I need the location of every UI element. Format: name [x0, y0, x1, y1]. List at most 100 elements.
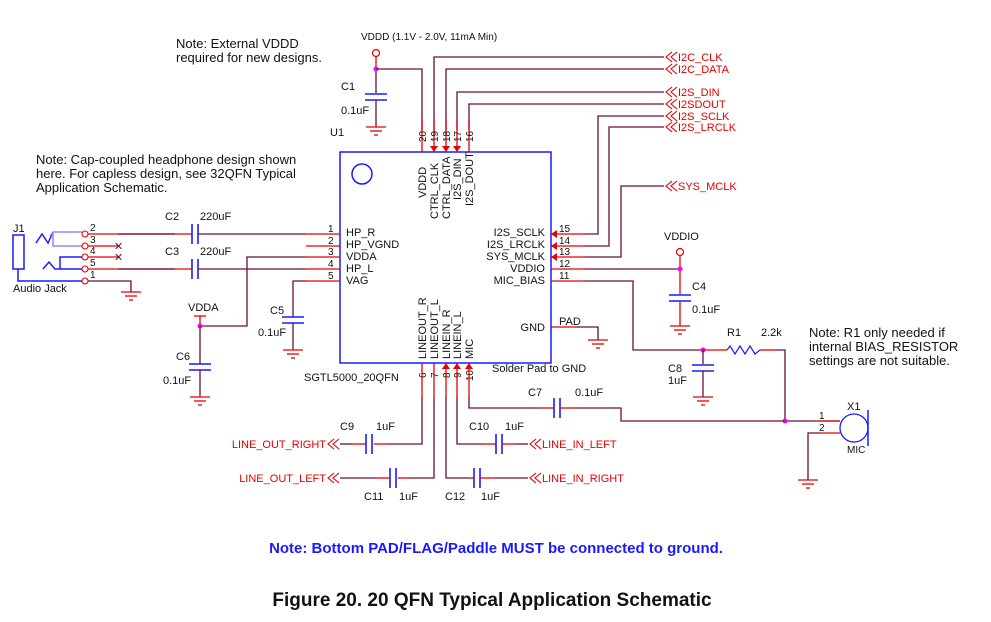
pin-number: 2	[819, 423, 825, 434]
c8-ref: C8	[668, 363, 682, 375]
c2-capacitor-icon	[191, 223, 199, 245]
pin-name: LINEOUT_L	[429, 299, 441, 359]
c11-capacitor: LINE_OUT_LEFT C11 1uF	[239, 397, 435, 503]
vddio-port-icon	[675, 247, 685, 257]
vdda-section: VDDA C6 0.1uF	[163, 256, 306, 406]
top-signal-bus: I2C_CLK I2C_DATA I2S_DIN I2SDOUT I2S_SCL…	[430, 51, 737, 193]
note-headphone-line2: here. For capless design, see 32QFN Typi…	[36, 166, 296, 181]
offpage-connector-icon	[665, 63, 678, 75]
note-r1-line3: settings are not suitable.	[809, 353, 950, 368]
pin-name: I2S_SCLK	[494, 227, 546, 239]
c9-capacitor: LINE_OUT_RIGHT C9 1uF	[232, 397, 423, 455]
c1-capacitor-icon	[364, 93, 388, 101]
right-pin-numbers: 15 14 13 12 11	[559, 224, 571, 282]
offpage-connector-icon	[665, 110, 678, 122]
ground-icon	[797, 479, 819, 489]
ic-part-number: SGTL5000_20QFN	[304, 372, 399, 384]
pin-number: 20	[418, 130, 429, 142]
offpage-connector-icon	[327, 438, 340, 450]
solder-pad-label: Solder Pad to GND	[492, 363, 586, 375]
note-r1-line1: Note: R1 only needed if	[809, 325, 945, 340]
pin-number: 7	[430, 372, 441, 378]
pin-number: 9	[453, 372, 464, 378]
c4-ref: C4	[692, 281, 706, 293]
c10-value: 1uF	[505, 421, 524, 433]
pin-name: VAG	[346, 275, 368, 287]
c7-ref: C7	[528, 387, 542, 399]
pin-name: MIC_BIAS	[494, 275, 545, 287]
pin-number: 1	[328, 224, 334, 235]
pin1-marker-icon	[351, 163, 373, 185]
net-i2s-sclk: I2S_SCLK	[678, 111, 730, 123]
c3-value: 220uF	[200, 246, 231, 258]
pin-number: 3	[90, 235, 96, 246]
c1-value: 0.1uF	[341, 105, 369, 117]
vdda-label: VDDA	[188, 302, 219, 314]
r1-value: 2.2k	[761, 327, 782, 339]
c1-ref: C1	[341, 81, 355, 93]
note-pad-ground: Note: Bottom PAD/FLAG/Paddle MUST be con…	[269, 540, 723, 557]
c5-capacitor-icon	[281, 316, 305, 324]
ground-icon	[282, 349, 304, 359]
net-i2c-clk: I2C_CLK	[678, 52, 723, 64]
pin-name: MIC	[464, 339, 476, 359]
pin-name: I2S_LRCLK	[487, 239, 546, 251]
c3-ref: C3	[165, 246, 179, 258]
pin-name: I2S_DOUT	[464, 152, 476, 206]
c6-value: 0.1uF	[163, 375, 191, 387]
c8-capacitor-icon	[691, 364, 715, 372]
offpage-connector-icon	[529, 438, 542, 450]
net-i2s-dout: I2SDOUT	[678, 99, 726, 111]
vddd-port-icon	[371, 48, 381, 58]
c5-capacitor: C5 0.1uF	[258, 280, 306, 359]
pin-number: 1	[819, 411, 825, 422]
x1-ref: X1	[847, 401, 860, 413]
jack-body-icon	[12, 234, 25, 270]
pin-name: VDDD	[417, 167, 429, 198]
pin-number: 5	[90, 258, 96, 269]
ground-icon	[189, 396, 211, 406]
c10-ref: C10	[469, 421, 489, 433]
pin-name: GND	[521, 322, 546, 334]
ic-u1[interactable]: VDDD CTRL_CLK CTRL_DATA I2S_DIN I2S_DOUT…	[339, 151, 552, 364]
c2-capacitor: C2 220uF	[88, 211, 306, 245]
no-connect-icon: ✕	[114, 252, 123, 264]
vddio-label: VDDIO	[664, 231, 699, 243]
ground-icon	[120, 291, 142, 301]
ground-icon	[587, 339, 609, 349]
c12-ref: C12	[445, 491, 465, 503]
pin-name: LINEIN_L	[452, 311, 464, 359]
pin-number: 4	[90, 246, 96, 257]
pin-number: 2	[328, 236, 334, 247]
note-headphone-line1: Note: Cap-coupled headphone design shown	[36, 152, 296, 167]
c8-value: 1uF	[668, 375, 687, 387]
pin-number: 8	[442, 372, 453, 378]
net-i2s-din: I2S_DIN	[678, 87, 720, 99]
u1-ref: U1	[330, 127, 344, 139]
pin-name: VDDA	[346, 251, 377, 263]
net-i2c-data: I2C_DATA	[678, 64, 730, 76]
vddd-label: VDDD (1.1V - 2.0V, 11mA Min)	[361, 32, 497, 43]
bottom-pin-numbers: 6 7 8 9 10	[418, 369, 476, 381]
pin-number: 13	[559, 247, 571, 258]
pin-number: 4	[328, 259, 334, 270]
note-headphone-line3: Application Schematic.	[36, 180, 168, 195]
mic-icon	[839, 413, 869, 443]
c3-capacitor-icon	[191, 258, 199, 280]
c9-ref: C9	[340, 421, 354, 433]
pin-number: 5	[328, 271, 334, 282]
c3-capacitor: C3 220uF	[88, 246, 306, 280]
j1-ref: J1	[13, 223, 25, 235]
vddd-power-section: VDDD (1.1V - 2.0V, 11mA Min) C1 0.1uF	[341, 32, 497, 152]
no-connect-icon: ✕	[114, 241, 123, 253]
c6-capacitor-icon	[188, 363, 212, 371]
pin-number: 1	[90, 270, 96, 281]
r1-resistor-icon	[726, 344, 761, 356]
left-pin-numbers: 1 2 3 4 5	[328, 224, 334, 282]
c11-value: 1uF	[399, 491, 418, 503]
c7-capacitor-icon	[553, 397, 561, 419]
audio-jack-label: Audio Jack	[13, 283, 67, 295]
note-vddd-line2: required for new designs.	[176, 50, 322, 65]
net-line-in-right: LINE_IN_RIGHT	[542, 473, 624, 485]
